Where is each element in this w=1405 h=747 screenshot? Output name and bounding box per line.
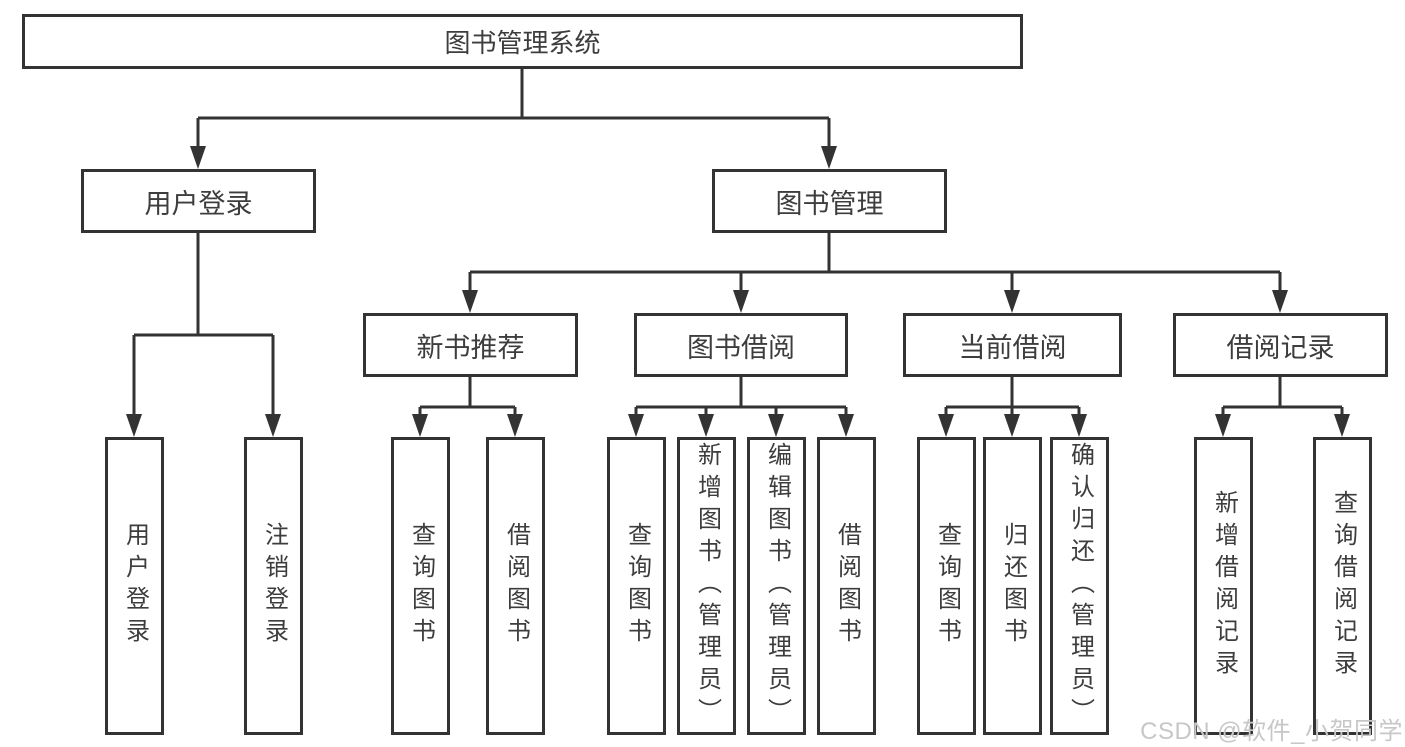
leaf-current-query-book: 查询图书 [917,437,976,735]
leaf-newbook-borrow-book: 借阅图书 [486,437,545,735]
leaf-records-add-record: 新增借阅记录 [1194,437,1253,735]
leaf-borrow-edit-book-admin: 编辑图书（管理员） [747,437,806,735]
node-new-book-recommend: 新书推荐 [363,313,578,377]
node-current-borrow: 当前借阅 [903,313,1122,377]
csdn-watermark: CSDN @软件_小贺同学 [1140,718,1403,745]
node-borrow-records: 借阅记录 [1173,313,1388,377]
leaf-borrow-borrow-book: 借阅图书 [817,437,876,735]
arrowheads [126,146,1350,437]
leaf-logout-login: 注销登录 [244,437,303,735]
node-root: 图书管理系统 [22,14,1023,69]
leaf-borrow-query-book: 查询图书 [607,437,666,735]
node-book-management: 图书管理 [712,169,947,233]
node-book-borrow: 图书借阅 [634,313,848,377]
leaf-newbook-query-book: 查询图书 [391,437,450,735]
node-user-login: 用户登录 [81,169,316,233]
leaf-borrow-add-book-admin: 新增图书（管理员） [677,437,736,735]
leaf-current-confirm-return-admin: 确认归还（管理员） [1050,437,1109,735]
leaf-current-return-book: 归还图书 [983,437,1042,735]
leaf-records-query-record: 查询借阅记录 [1313,437,1372,735]
leaf-user-login: 用户登录 [105,437,164,735]
